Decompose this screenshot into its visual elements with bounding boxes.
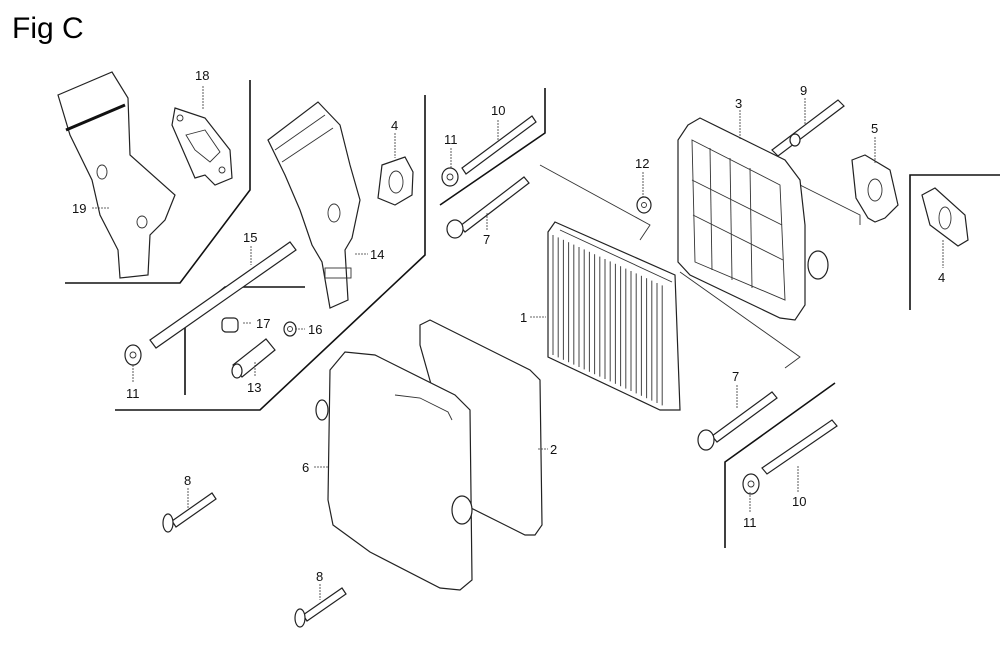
label-10b: 10 — [792, 494, 806, 509]
label-4b: 4 — [938, 270, 945, 285]
label-13: 13 — [247, 380, 261, 395]
frame-top-left — [65, 80, 251, 284]
part-8-cover-screw-left[interactable] — [162, 492, 217, 533]
part-14-intake-elbow[interactable] — [267, 101, 361, 309]
label-15: 15 — [243, 230, 257, 245]
label-4a: 4 — [391, 118, 398, 133]
label-18: 18 — [195, 68, 209, 83]
part-9-breather-stud[interactable] — [771, 99, 845, 157]
part-4-gasket-small[interactable] — [377, 156, 414, 206]
part-17-grommet[interactable] — [221, 317, 239, 333]
label-14: 14 — [370, 247, 384, 262]
frame-bolts-upper — [439, 88, 546, 206]
part-18-insulator-gasket[interactable] — [171, 107, 233, 186]
label-9: 9 — [800, 83, 807, 98]
leader-lines — [92, 86, 944, 600]
filter-pleats — [552, 235, 663, 406]
part-labels: 18 19 4 14 15 11 17 16 13 10 11 7 1 2 3 … — [72, 68, 945, 584]
label-3: 3 — [735, 96, 742, 111]
part-6-air-cleaner-cover[interactable] — [315, 351, 473, 591]
label-10a: 10 — [491, 103, 505, 118]
part-11-nut-left[interactable] — [124, 344, 142, 366]
frame-right — [909, 174, 1000, 310]
part-4-gasket-right[interactable] — [921, 187, 969, 247]
part-7-flange-bolt-upper[interactable] — [446, 176, 530, 239]
frame-bolts-lower — [724, 382, 836, 548]
label-5: 5 — [871, 121, 878, 136]
guide-line-3 — [799, 184, 861, 225]
figure-title: Fig C — [12, 12, 84, 45]
part-12-nut[interactable] — [636, 196, 652, 214]
part-11-nut-lower-right[interactable] — [742, 473, 760, 495]
part-16-washer[interactable] — [283, 321, 297, 337]
label-2: 2 — [550, 442, 557, 457]
part-8-cover-screw-bottom[interactable] — [294, 587, 347, 628]
label-11b: 11 — [126, 386, 140, 401]
part-7-flange-bolt-lower[interactable] — [697, 391, 778, 451]
part-11-nut-upper[interactable] — [441, 167, 459, 187]
guide-line-2 — [679, 271, 801, 369]
part-13-collar-pipe[interactable] — [231, 338, 276, 379]
label-1: 1 — [520, 310, 527, 325]
part-3-air-cleaner-base[interactable] — [677, 117, 829, 321]
part-10-stud-bolt-lower[interactable] — [761, 419, 838, 475]
label-12: 12 — [635, 156, 649, 171]
label-6: 6 — [302, 460, 309, 475]
part-5-gasket-plate[interactable] — [851, 154, 899, 223]
o-ring — [65, 103, 126, 132]
part-19-intake-elbow[interactable] — [57, 71, 176, 279]
label-16: 16 — [308, 322, 322, 337]
label-7b: 7 — [732, 369, 739, 384]
label-19: 19 — [72, 201, 86, 216]
part-15-long-stud[interactable] — [149, 241, 297, 349]
label-8a: 8 — [184, 473, 191, 488]
guide-line-1 — [539, 164, 651, 241]
label-7a: 7 — [483, 232, 490, 247]
label-8b: 8 — [316, 569, 323, 584]
part-1-air-filter-element[interactable] — [547, 221, 681, 411]
label-17: 17 — [256, 316, 270, 331]
label-11a: 11 — [444, 132, 458, 147]
part-10-stud-bolt-upper[interactable] — [461, 115, 537, 175]
label-11c: 11 — [743, 515, 757, 530]
frame-mid-left — [115, 95, 426, 411]
